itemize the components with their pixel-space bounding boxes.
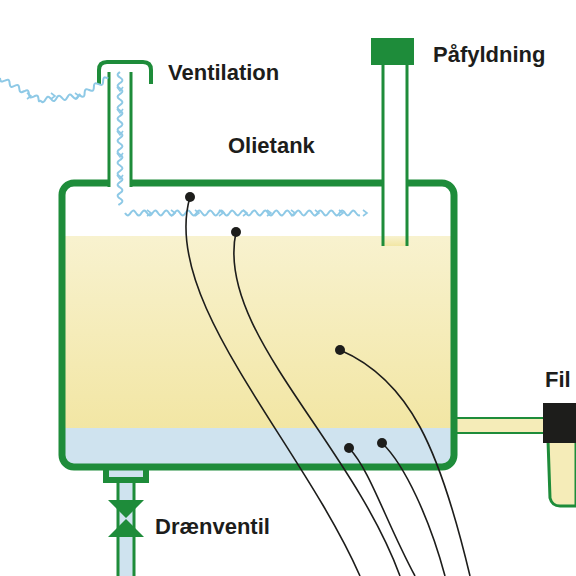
fill-cap	[371, 38, 414, 65]
air-flow-arrow	[117, 87, 123, 91]
valve-symbol	[108, 500, 144, 537]
air-flow-arrow	[117, 153, 123, 157]
filter-pipe	[448, 418, 548, 433]
tank-wall	[62, 183, 454, 467]
water	[65, 428, 451, 464]
air-flow-arrow	[219, 210, 223, 216]
leader-dots	[185, 192, 387, 453]
air-flow-arrow	[51, 93, 55, 99]
air-flow-arrow	[291, 210, 295, 216]
air-flow-arrow	[117, 131, 123, 135]
fill-label: Påfyldning	[433, 42, 545, 68]
oil	[65, 236, 451, 428]
air-flow-arrow	[195, 210, 199, 216]
air-flow-line	[0, 77, 108, 102]
tank-air	[65, 186, 451, 464]
vent-label: Ventilation	[168, 60, 279, 86]
air-flow-arrow	[147, 210, 151, 216]
fill-pipe	[383, 64, 407, 246]
air-flow	[0, 72, 367, 216]
air-flow-arrow	[267, 210, 271, 216]
valve-label: Drænventil	[155, 514, 270, 540]
air-flow-arrow	[315, 210, 319, 216]
air-flow-arrow	[27, 93, 31, 99]
filter-cup	[548, 440, 576, 506]
air-flow-arrow	[339, 210, 343, 216]
fill-pipe-inside	[383, 64, 407, 246]
air-flow-line	[125, 211, 360, 216]
air-flow-arrow	[363, 210, 367, 216]
air-flow-arrow	[117, 175, 123, 179]
filter-label: Fil	[545, 367, 571, 393]
vent-cap	[99, 62, 151, 84]
air-flow-arrow	[75, 93, 79, 99]
air-flow-arrow	[171, 210, 175, 216]
filter-head	[543, 403, 576, 443]
air-flow-arrow	[243, 210, 247, 216]
air-flow-line	[118, 72, 123, 205]
tank-label: Olietank	[228, 133, 315, 159]
air-flow-arrow	[117, 109, 123, 113]
